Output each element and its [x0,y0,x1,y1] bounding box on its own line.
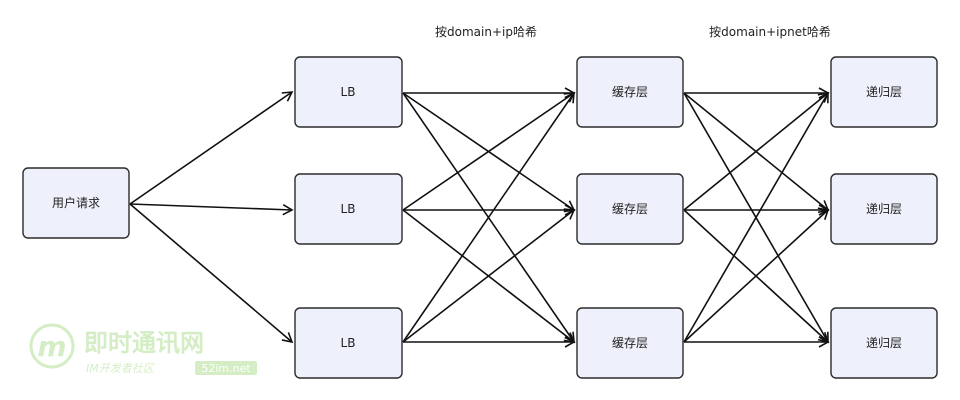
edge-cache3-rec1 [683,91,829,343]
node-user-request: 用户请求 [22,167,130,239]
node-recursive-2-label: 递归层 [866,202,902,216]
edges-cache-to-recursive [683,87,830,348]
watermark-site-name: 即时通讯网 [84,329,204,357]
node-lb-1: LB [294,56,403,128]
watermark-logo-icon: m [29,323,75,369]
node-lb-3-label: LB [341,336,356,350]
watermark: m 即时通讯网 IM开发者社区 52im.net [29,323,257,375]
node-lb-2: LB [294,173,403,245]
node-recursive-1: 递归层 [830,56,938,128]
node-cache-1: 缓存层 [576,56,684,128]
watermark-domain: 52im.net [201,362,251,375]
node-recursive-2: 递归层 [830,173,938,245]
node-recursive-3: 递归层 [830,307,938,379]
edge-cache2-rec1 [683,91,830,211]
node-cache-2: 缓存层 [576,173,684,245]
node-cache-3: 缓存层 [576,307,684,379]
node-cache-1-label: 缓存层 [612,85,648,99]
edge-user-lb2 [129,203,294,216]
edges-user-to-lb [129,91,294,344]
node-cache-2-label: 缓存层 [612,202,648,216]
edge-user-lb1 [129,91,294,205]
hash-label-domain-ip: 按domain+ip哈希 [435,24,537,39]
node-lb-1-label: LB [341,85,356,99]
edge-lb3-cache2 [402,208,576,343]
hash-label-domain-ipnet: 按domain+ipnet哈希 [709,24,831,39]
node-recursive-1-label: 递归层 [866,85,902,99]
edge-lb2-cache1 [402,92,576,211]
node-lb-3: LB [294,307,403,379]
watermark-logo-letter: m [37,330,66,363]
node-user-request-label: 用户请求 [52,195,100,210]
node-recursive-3-label: 递归层 [866,336,902,350]
edges-lb-to-cache [402,87,576,348]
node-cache-3-label: 缓存层 [612,336,648,350]
edge-cache3-rec2 [683,208,830,343]
node-lb-2-label: LB [341,202,356,216]
edge-user-lb3 [129,203,294,344]
watermark-tagline: IM开发者社区 [86,362,156,375]
edge-lb3-cache1 [402,91,575,343]
